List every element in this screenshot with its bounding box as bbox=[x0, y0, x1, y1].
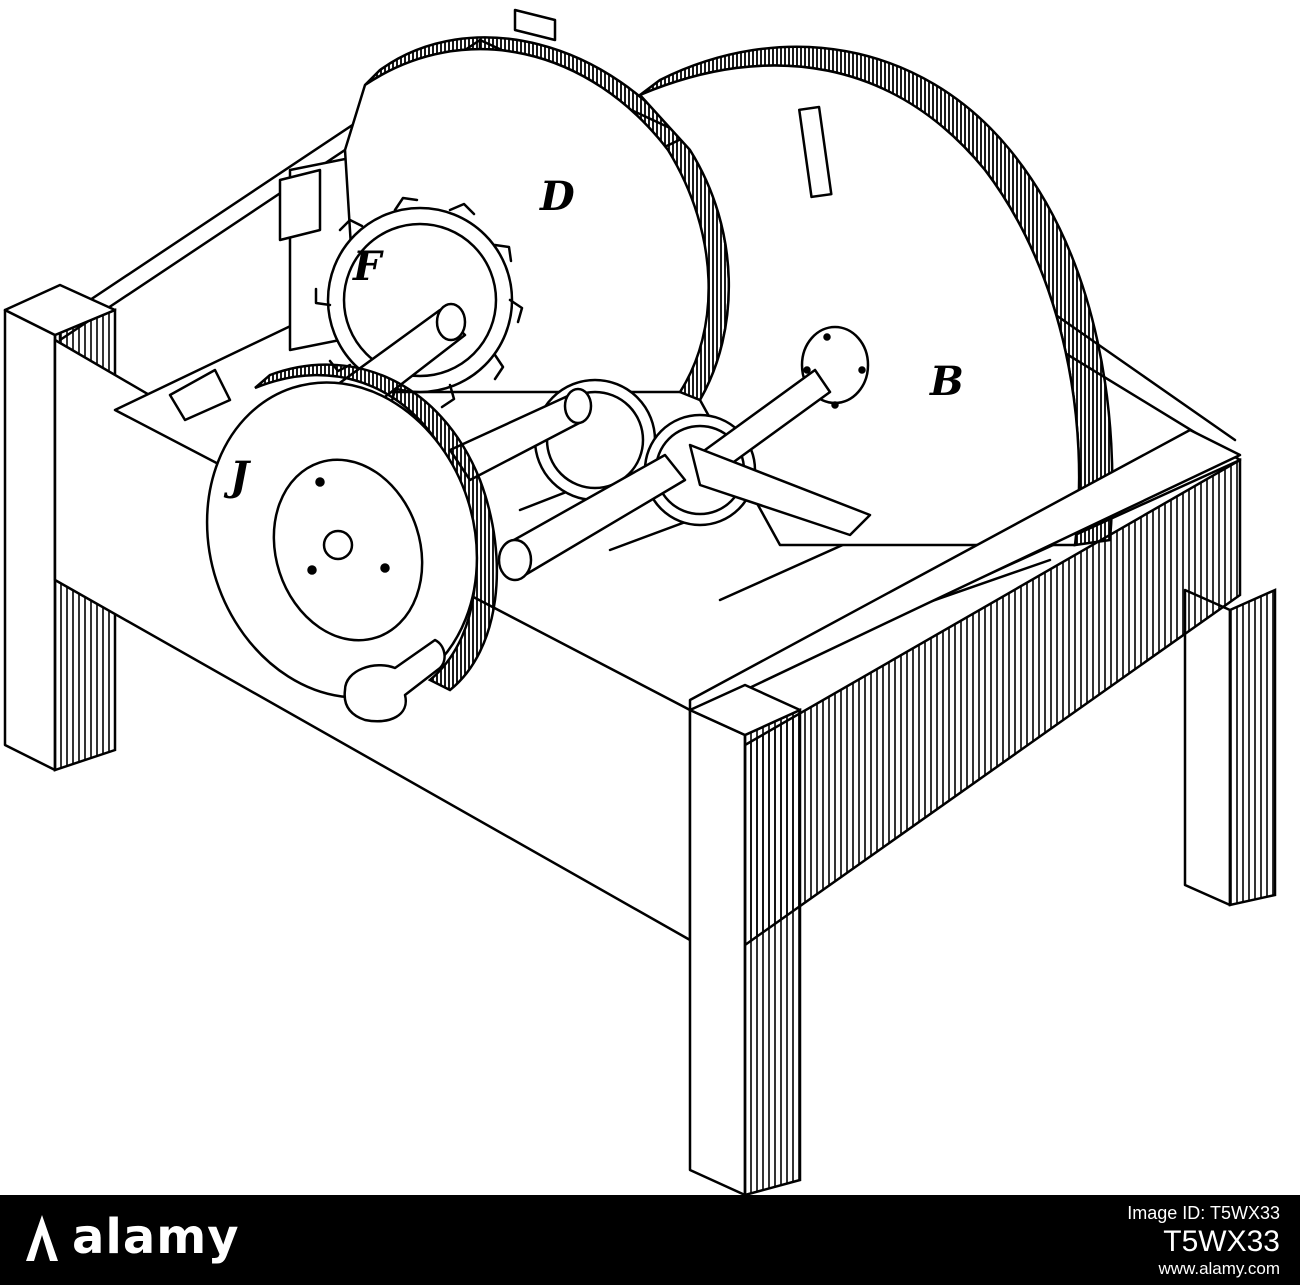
image-id-caption: Image ID: T5WX33 bbox=[1127, 1203, 1280, 1223]
crank-wheel-j bbox=[205, 363, 499, 723]
table-leg-right bbox=[1183, 588, 1277, 907]
alamy-logo-icon bbox=[26, 1215, 58, 1261]
site-url: www.alamy.com bbox=[1158, 1259, 1280, 1278]
table-leg-front bbox=[688, 683, 802, 1195]
label-d: D bbox=[539, 173, 575, 220]
table-apron-side bbox=[688, 428, 1242, 948]
machine-illustration: D F B J bbox=[3, 8, 1277, 1195]
image-id: T5WX33 bbox=[1163, 1225, 1280, 1258]
brand-wordmark: alamy bbox=[72, 1209, 240, 1265]
label-b: B bbox=[929, 358, 964, 405]
label-f: F bbox=[352, 243, 384, 290]
watermark-bar: alamy Image ID: T5WX33 T5WX33 www.alamy.… bbox=[0, 1195, 1300, 1285]
